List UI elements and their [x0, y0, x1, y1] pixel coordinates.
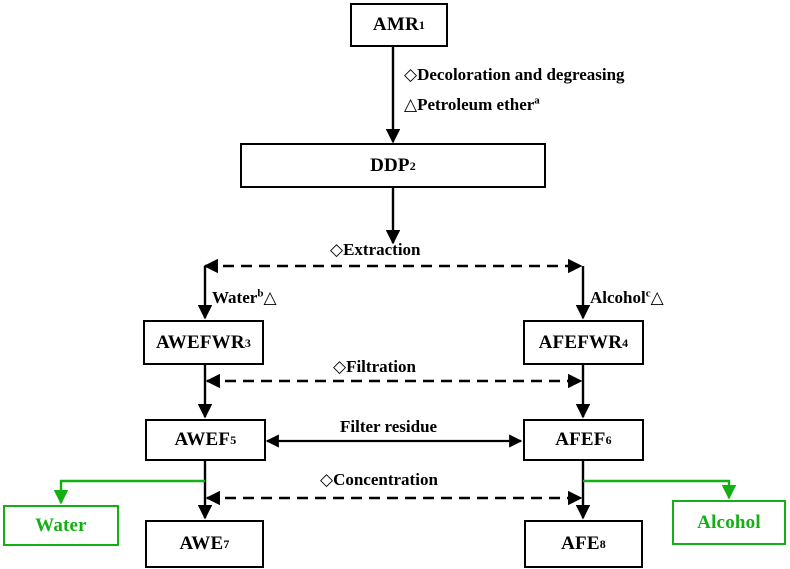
label-filtration: ◇Filtration — [333, 357, 416, 377]
node-afefwr-label: AFEFWR — [538, 331, 623, 353]
node-awefwr-label: AWEFWR — [155, 331, 245, 353]
diamond-icon: ◇ — [330, 240, 344, 259]
node-alcohol-label: Alcohol — [697, 511, 761, 533]
node-amr-label: AMR — [372, 14, 419, 35]
label-concentration: ◇Concentration — [320, 470, 438, 490]
label-extraction: ◇Extraction — [330, 240, 421, 260]
label-extraction-text: Extraction — [343, 240, 421, 259]
diamond-icon: ◇ — [320, 470, 334, 489]
label-alcohol-branch: Alcoholc△ — [590, 288, 664, 308]
label-decoloration: ◇Decoloration and degreasing — [404, 65, 625, 85]
edge-green-water — [53, 479, 205, 505]
label-petroleum-ether-text: Petroleum ether — [417, 95, 535, 114]
triangle-icon: △ — [650, 288, 664, 307]
label-water-branch: Waterb△ — [212, 288, 277, 308]
node-water-label: Water — [35, 514, 87, 536]
label-decoloration-text: Decoloration and degreasing — [417, 65, 625, 84]
node-afef-label: AFEF — [555, 429, 606, 450]
node-water[interactable]: Water — [3, 505, 119, 546]
node-awe-label: AWE — [179, 533, 224, 554]
triangle-icon: △ — [404, 95, 418, 114]
edge-green-alcohol — [583, 479, 737, 500]
triangle-icon: △ — [263, 288, 277, 307]
label-alcohol-branch-sup: c — [645, 287, 651, 300]
node-awef-label: AWEF — [174, 429, 231, 450]
label-filter-residue-text: Filter residue — [340, 417, 438, 436]
node-ddp-label: DDP — [370, 154, 410, 176]
label-alcohol-branch-text: Alcohol — [590, 288, 646, 307]
label-water-branch-text: Water — [212, 288, 258, 307]
label-filter-residue: Filter residue — [340, 417, 437, 437]
label-filtration-text: Filtration — [346, 357, 416, 376]
label-petroleum-ether-sup: a — [534, 94, 540, 107]
diamond-icon: ◇ — [404, 65, 418, 84]
label-petroleum-ether: △Petroleum ethera — [404, 95, 540, 115]
node-alcohol[interactable]: Alcohol — [672, 500, 786, 545]
node-afe-label: AFE — [561, 533, 600, 554]
diamond-icon: ◇ — [333, 357, 347, 376]
label-concentration-text: Concentration — [333, 470, 438, 489]
label-water-branch-sup: b — [257, 287, 264, 300]
